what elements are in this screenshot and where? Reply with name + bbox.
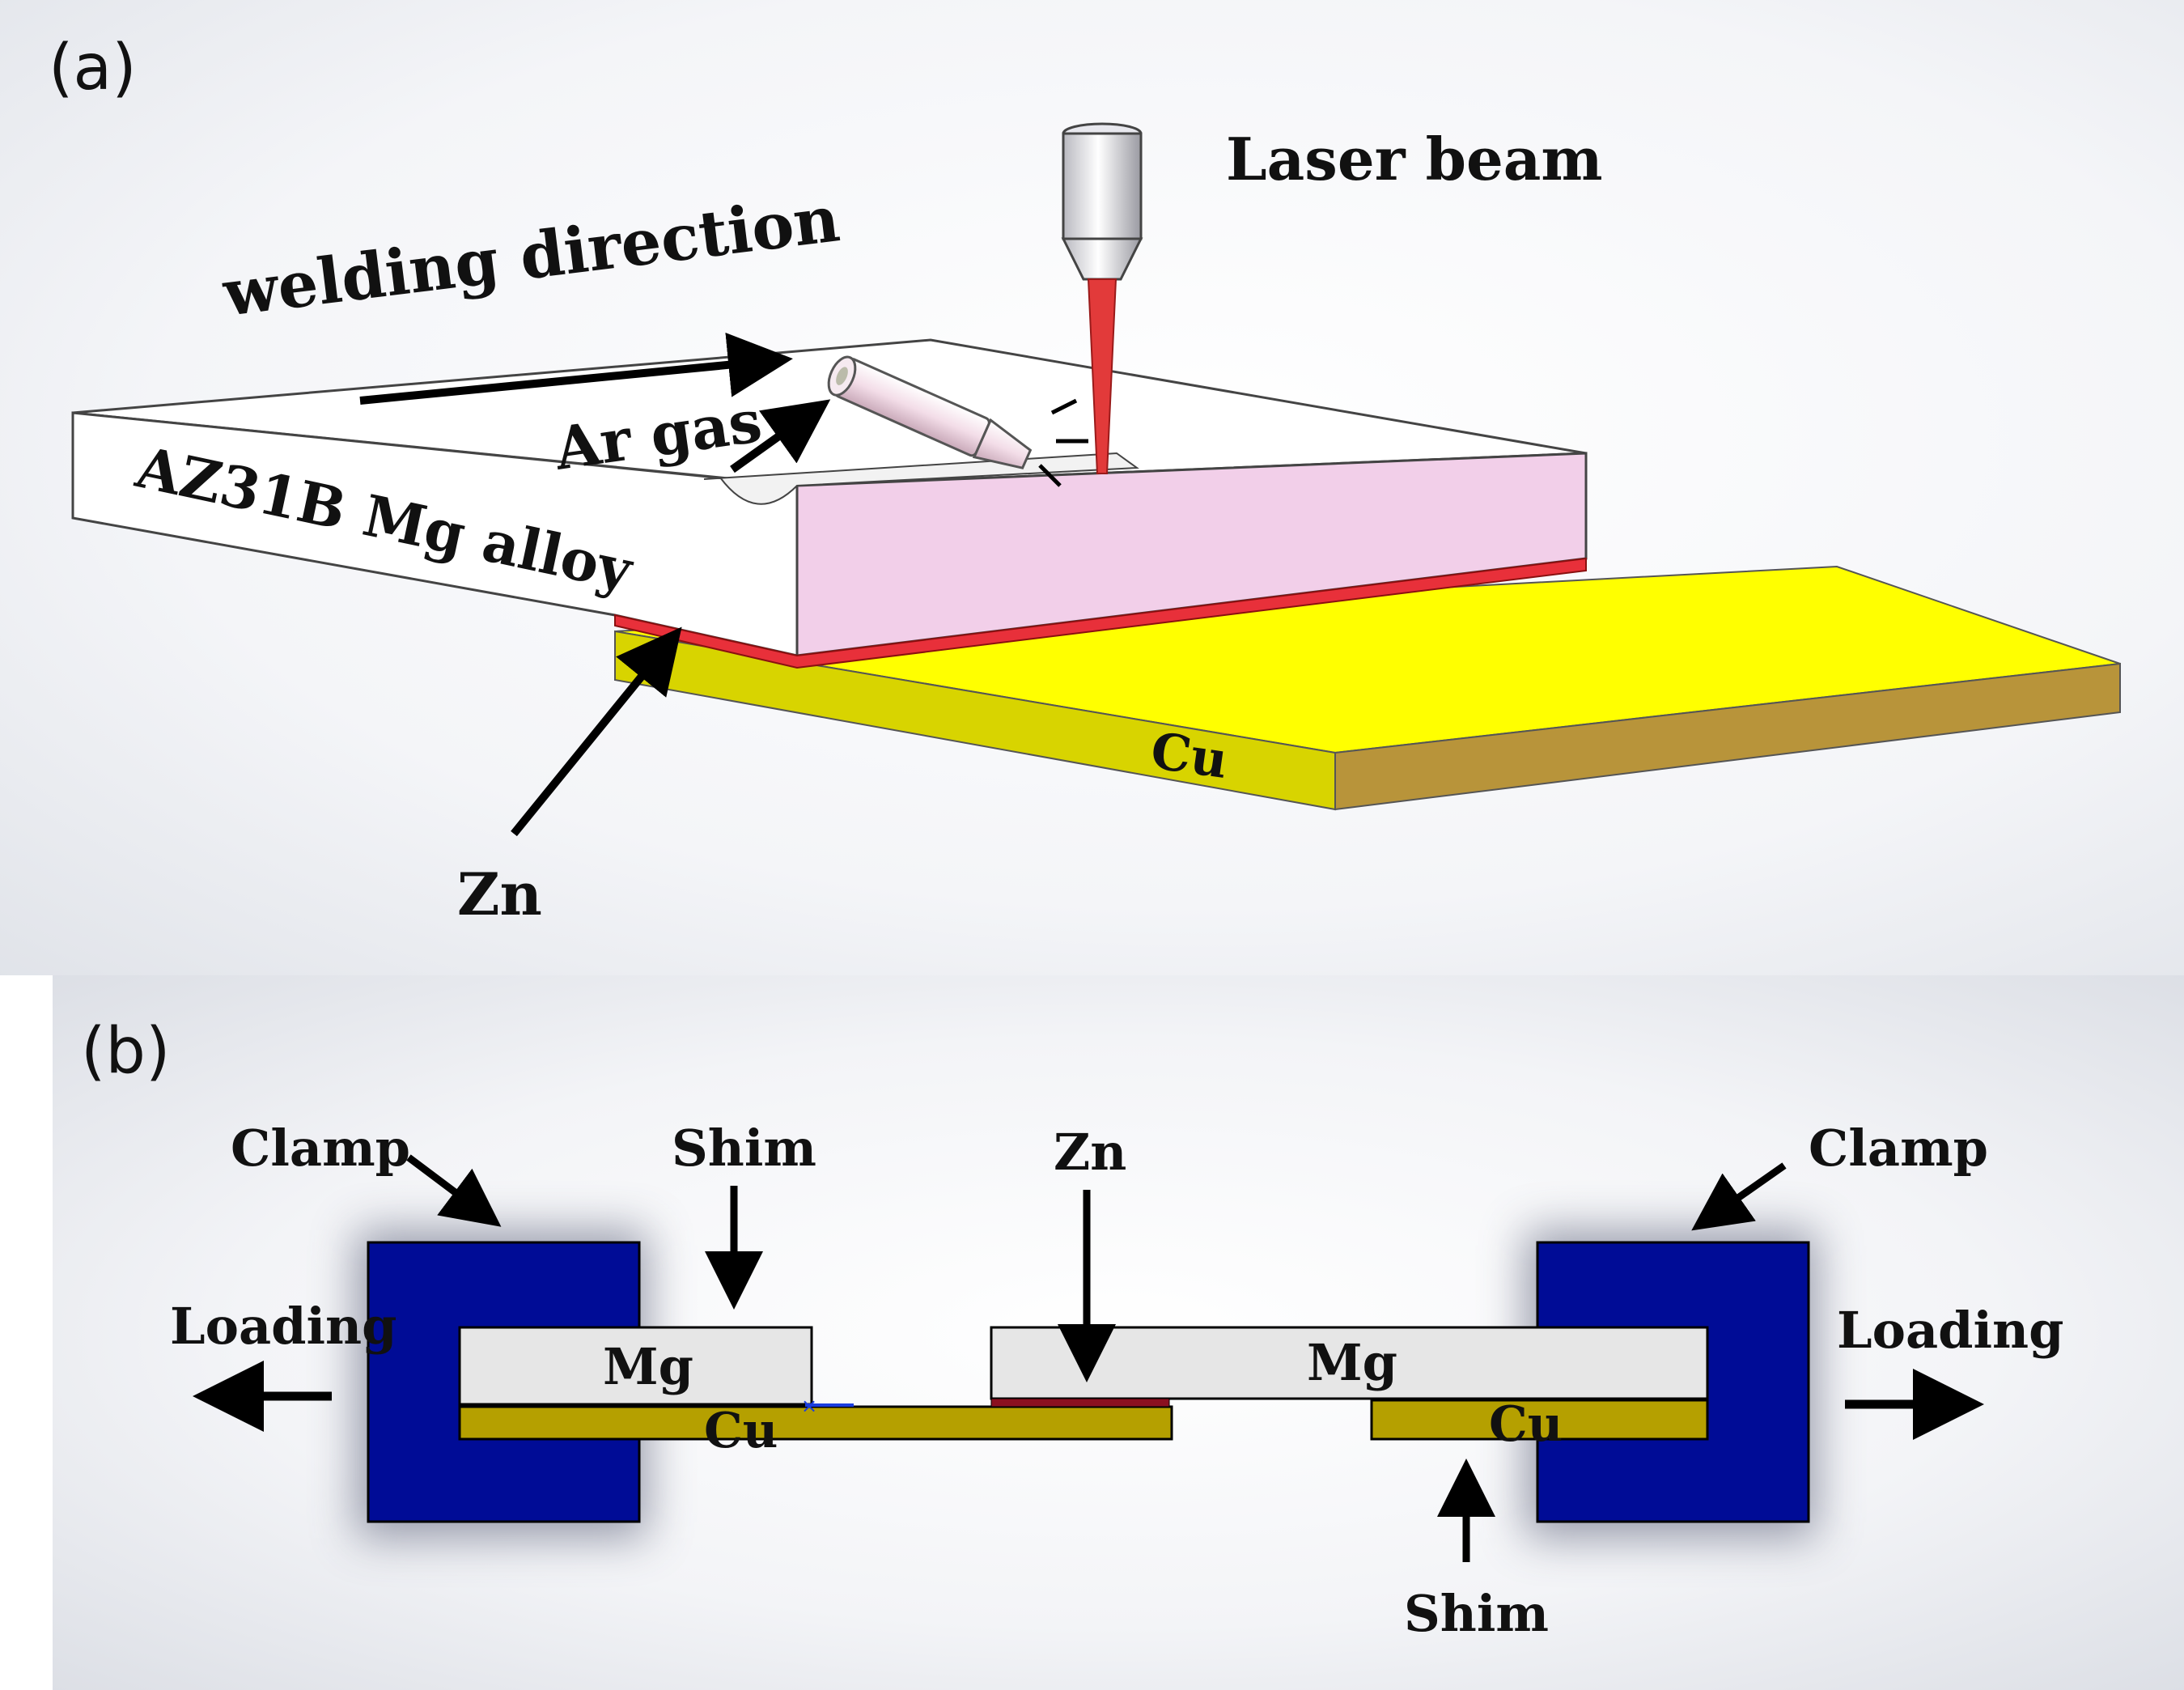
zn-arrow: [511, 626, 682, 837]
cu-left-label: Cu: [704, 1403, 778, 1459]
panel-b: (b) × Mg Mg Cu Cu Clamp Clamp Shim: [53, 975, 2184, 1690]
mg-specimen-left: [458, 1326, 813, 1406]
laser-beam-label: Laser beam: [1226, 125, 1603, 193]
ar-gas-arrow: [730, 399, 831, 473]
zn-label: Zn: [457, 860, 542, 928]
welding-direction-arrow: [359, 332, 793, 405]
laser-beam: [1087, 278, 1117, 474]
gas-flow-lines: [1038, 398, 1088, 487]
shim-bottom-label: Shim: [1404, 1584, 1549, 1643]
laser-head-body: [1062, 132, 1143, 240]
ar-gas-nozzle-hole: [836, 367, 848, 385]
ar-gas-nozzle: [827, 355, 1033, 469]
laser-head-cone: [1061, 237, 1143, 281]
laser-head: [1061, 122, 1143, 474]
cu-plate-side: [1334, 662, 2121, 811]
shim-top-label: Shim: [672, 1119, 816, 1178]
cu-right-label: Cu: [1489, 1396, 1563, 1453]
zn-label-b: Zn: [1054, 1123, 1126, 1182]
zn-layer: [614, 557, 1587, 669]
mg-alloy-plate: [71, 338, 1588, 657]
svg-text:×: ×: [801, 1395, 817, 1417]
loading-left-label: Loading: [170, 1297, 397, 1356]
cu-specimen-right: [1370, 1399, 1709, 1441]
mg-right-label: Mg: [1307, 1333, 1397, 1392]
panel-a: (a) Laser beam welding direction: [0, 0, 2184, 975]
clamp-right-arrow: [1691, 1162, 1787, 1231]
clamp-left-arrow: [406, 1154, 502, 1227]
cu-specimen-left: [458, 1405, 1173, 1441]
ar-gas-nozzle-tip: [972, 418, 1033, 469]
panel-a-label: (a): [49, 32, 137, 104]
mg-plate-groove: [703, 452, 1139, 505]
clamp-right-label: Clamp: [1809, 1119, 1988, 1178]
loading-right-label: Loading: [1837, 1301, 2063, 1360]
cu-label: Cu: [1147, 721, 1232, 790]
mg-left-label: Mg: [603, 1337, 693, 1396]
blue-marker: ×: [801, 1395, 854, 1417]
panel-b-label: (b): [81, 1015, 170, 1088]
clamp-left-label: Clamp: [231, 1119, 410, 1178]
zn-layer-b: [990, 1398, 1170, 1408]
